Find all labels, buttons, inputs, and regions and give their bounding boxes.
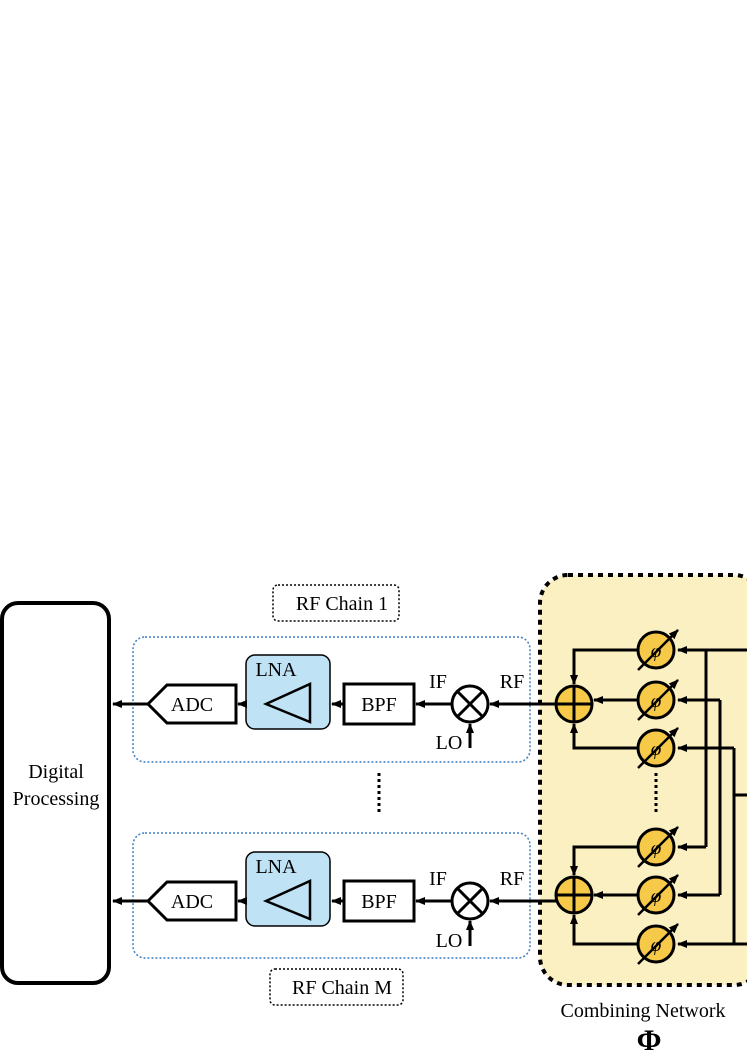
rf-chain-label-box xyxy=(269,968,404,1006)
rf-label: RF xyxy=(500,868,524,890)
phase-shifter-icon: φ xyxy=(636,629,679,671)
bpf-label: BPF xyxy=(361,694,397,716)
lna-label: LNA xyxy=(255,659,297,681)
rf-chain-label: RF Chain M xyxy=(292,977,392,999)
bpf-block xyxy=(342,682,416,726)
svg-text:φ: φ xyxy=(651,886,662,907)
adc-block xyxy=(145,683,238,725)
svg-text:φ: φ xyxy=(651,691,662,712)
combining-network-symbol: Φ xyxy=(637,1024,662,1056)
svg-text:φ: φ xyxy=(651,935,662,956)
phase-shifter-icon: φ xyxy=(636,826,679,868)
lna-label: LNA xyxy=(255,856,297,878)
svg-text:φ: φ xyxy=(651,641,662,662)
adc-label: ADC xyxy=(171,891,213,913)
phase-shifter-icon: φ xyxy=(636,679,679,721)
phase-shifter-icon: φ xyxy=(636,874,679,916)
rf-chain-border xyxy=(132,832,531,959)
if-label: IF xyxy=(429,671,447,693)
bpf-label: BPF xyxy=(361,891,397,913)
rf-chain-label-box xyxy=(272,584,400,622)
adc-label: ADC xyxy=(171,694,213,716)
amplifier-icon xyxy=(262,879,312,921)
amplifier-icon xyxy=(262,682,312,724)
rf-chain-1: RF Chain 1 ADC LNA BPF IF RF LO xyxy=(112,584,556,763)
lo-label: LO xyxy=(436,732,463,754)
adc-block xyxy=(145,880,238,922)
digital-processing-label-line1: Digital xyxy=(28,761,84,783)
if-label: IF xyxy=(429,868,447,890)
digital-processing-block xyxy=(0,601,111,985)
rf-chain-border xyxy=(132,636,531,763)
combining-network-box xyxy=(538,573,747,987)
rf-chain-m: RF Chain M ADC LNA BPF IF RF LO xyxy=(112,832,556,1006)
rf-chain-label: RF Chain 1 xyxy=(296,593,388,615)
digital-processing-label-line2: Processing xyxy=(13,788,100,810)
lo-label: LO xyxy=(436,930,463,952)
phase-shifter-icon: φ xyxy=(636,923,679,965)
svg-text:φ: φ xyxy=(651,838,662,859)
phase-shifter-icon: φ xyxy=(636,727,679,769)
svg-text:φ: φ xyxy=(651,739,662,760)
combining-network-label: Combining Network xyxy=(561,1000,726,1022)
rf-label: RF xyxy=(500,671,524,693)
